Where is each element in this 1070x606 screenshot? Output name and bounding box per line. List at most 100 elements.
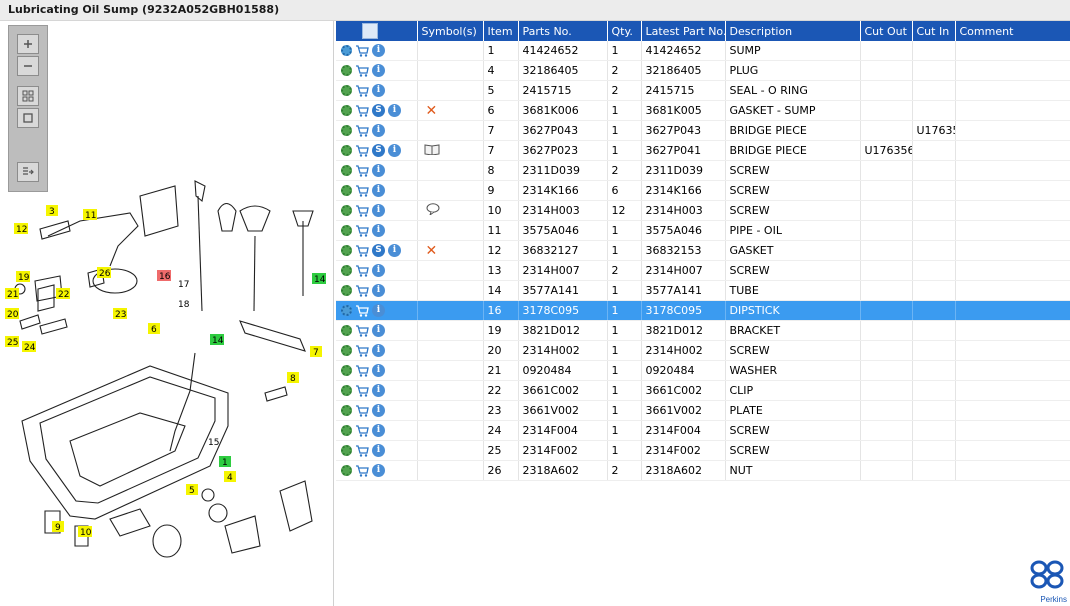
column-header-latest-part-no[interactable]: Latest Part No. (641, 21, 726, 41)
cart-icon[interactable] (356, 424, 369, 437)
part-detail-icon[interactable] (340, 344, 353, 357)
part-detail-icon[interactable] (340, 164, 353, 177)
exploded-diagram-panel[interactable]: 3 11 12 19 26 21 22 20 23 25 24 16 17 18… (0, 21, 334, 606)
info-icon[interactable]: i (388, 144, 401, 157)
part-detail-icon[interactable] (340, 64, 353, 77)
info-icon[interactable]: i (372, 64, 385, 77)
part-detail-icon[interactable] (340, 244, 353, 257)
not-interchangeable-icon[interactable]: ✕ (425, 242, 438, 259)
info-icon[interactable]: i (372, 404, 385, 417)
cart-icon[interactable] (356, 404, 369, 417)
column-header-view[interactable] (336, 21, 418, 41)
cart-icon[interactable] (356, 184, 369, 197)
part-detail-icon[interactable] (340, 184, 353, 197)
column-header-parts-no[interactable]: Parts No. (518, 21, 608, 41)
part-detail-icon[interactable] (340, 464, 353, 477)
cart-icon[interactable] (356, 284, 369, 297)
info-icon[interactable]: i (372, 84, 385, 97)
actual-size-button[interactable] (17, 108, 39, 128)
part-detail-icon[interactable] (340, 324, 353, 337)
part-detail-icon[interactable] (340, 424, 353, 437)
part-detail-icon[interactable] (340, 384, 353, 397)
part-detail-icon[interactable] (340, 124, 353, 137)
supersession-icon[interactable]: S (372, 104, 385, 117)
info-icon[interactable]: i (372, 224, 385, 237)
cart-icon[interactable] (356, 444, 369, 457)
cart-icon[interactable] (356, 64, 369, 77)
part-detail-icon[interactable] (340, 284, 353, 297)
part-detail-icon[interactable] (340, 44, 353, 57)
info-icon[interactable]: i (372, 184, 385, 197)
cart-icon[interactable] (356, 84, 369, 97)
info-icon[interactable]: i (372, 124, 385, 137)
export-diagram-button[interactable] (17, 162, 39, 182)
info-icon[interactable]: i (388, 104, 401, 117)
zoom-out-button[interactable] (17, 56, 39, 76)
info-icon[interactable]: i (372, 324, 385, 337)
cart-icon[interactable] (356, 164, 369, 177)
info-icon[interactable]: i (372, 284, 385, 297)
info-icon[interactable]: i (388, 244, 401, 257)
cart-icon[interactable] (356, 204, 369, 217)
supersession-icon[interactable]: S (372, 244, 385, 257)
part-detail-icon[interactable] (340, 84, 353, 97)
column-header-qty[interactable]: Qty. (607, 21, 642, 41)
cart-icon[interactable] (356, 44, 369, 57)
part-detail-icon[interactable] (340, 224, 353, 237)
part-detail-icon[interactable] (340, 444, 353, 457)
book-icon[interactable] (422, 144, 440, 158)
info-icon[interactable]: i (372, 364, 385, 377)
info-icon[interactable]: i (372, 344, 385, 357)
column-header-cut-out[interactable]: Cut Out (860, 21, 913, 41)
column-header-symbols[interactable]: Symbol(s) (417, 21, 484, 41)
column-header-item[interactable]: Item (483, 21, 519, 41)
fit-page-button[interactable] (17, 86, 39, 106)
cart-icon[interactable] (356, 124, 369, 137)
info-icon[interactable]: i (372, 424, 385, 437)
info-icon[interactable]: i (372, 204, 385, 217)
cart-icon[interactable] (356, 244, 369, 257)
column-header-cut-in[interactable]: Cut In (912, 21, 956, 41)
info-icon[interactable]: i (372, 384, 385, 397)
supersession-icon[interactable]: S (372, 144, 385, 157)
cart-icon[interactable] (356, 384, 369, 397)
info-icon[interactable]: i (372, 264, 385, 277)
cart-icon[interactable] (356, 104, 369, 117)
cart-icon[interactable] (356, 304, 369, 317)
cart-icon[interactable] (356, 364, 369, 377)
not-interchangeable-icon[interactable]: ✕ (425, 102, 438, 119)
part-detail-icon[interactable] (340, 104, 353, 117)
info-icon[interactable]: i (372, 464, 385, 477)
info-icon[interactable]: i (372, 44, 385, 57)
cart-icon[interactable] (356, 324, 369, 337)
cart-icon[interactable] (356, 264, 369, 277)
column-header-description[interactable]: Description (725, 21, 861, 41)
info-icon[interactable]: i (372, 164, 385, 177)
cart-icon[interactable] (356, 344, 369, 357)
part-detail-icon[interactable] (340, 404, 353, 417)
part-detail-icon[interactable] (340, 364, 353, 377)
exploded-diagram[interactable]: 3 11 12 19 26 21 22 20 23 25 24 16 17 18… (0, 21, 333, 606)
column-header-comment[interactable]: Comment (955, 21, 1070, 41)
zoom-in-button[interactable] (17, 34, 39, 54)
part-detail-icon[interactable] (340, 264, 353, 277)
part-detail-icon[interactable] (340, 304, 353, 317)
info-icon[interactable]: i (372, 304, 385, 317)
